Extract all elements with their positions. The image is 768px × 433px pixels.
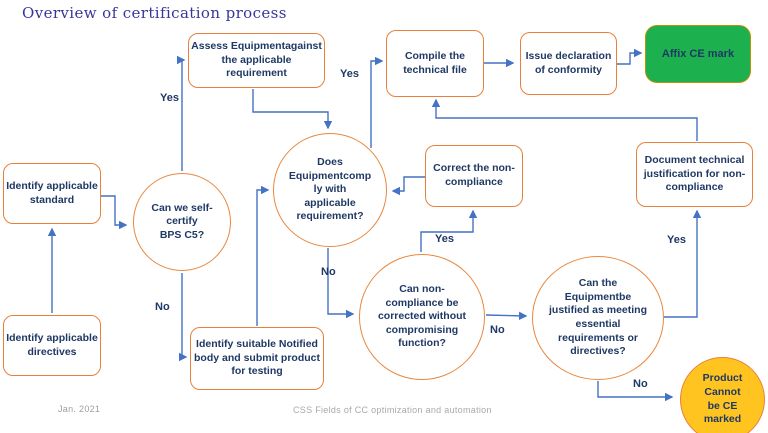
edge-label-justify-yes: Yes xyxy=(667,234,686,246)
connector-comply-yes-to-compile xyxy=(370,56,384,148)
footer-caption: CSS Fields of CC optimization and automa… xyxy=(293,405,492,415)
connector-document-to-compile xyxy=(431,98,698,141)
node-identify-directives: Identify applicable directives xyxy=(3,315,101,376)
node-compile-technical-file: Compile the technical file xyxy=(386,30,484,97)
connector-notifiedbody-to-comply xyxy=(256,185,270,326)
edge-label-self-certify-yes: Yes xyxy=(160,92,179,104)
node-can-noncompliance-be-corrected: Can non- compliance be corrected without… xyxy=(359,254,485,380)
edge-label-correct-yes: Yes xyxy=(435,233,454,245)
connector-canjustify-yes-to-document xyxy=(664,209,702,318)
connector-selfcertify-yes-to-assess xyxy=(177,55,186,171)
edge-label-justify-no: No xyxy=(633,378,648,390)
edge-label-correct-no: No xyxy=(490,324,505,336)
node-does-equipment-comply: Does Equipmentcomp ly with applicable re… xyxy=(273,133,387,247)
connector-cancorrect-no-to-canjustify xyxy=(485,311,528,321)
footer-date: Jan. 2021 xyxy=(58,404,101,414)
node-can-equipment-be-justified: Can the Equipmentbe justified as meeting… xyxy=(532,256,664,380)
connector-issue-to-affix xyxy=(617,48,643,65)
connector-comply-no-to-cancorrect xyxy=(327,248,355,319)
connector-assess-to-comply xyxy=(252,89,333,130)
connector-selfcertify-no-to-notifiedbody xyxy=(179,273,188,362)
connector-cancorrect-yes-to-correct xyxy=(420,209,478,252)
node-issue-declaration: Issue declaration of conformity xyxy=(520,32,617,95)
node-correct-noncompliance: Correct the non- compliance xyxy=(425,145,523,207)
node-document-justification: Document technical justification for non… xyxy=(636,142,753,207)
node-affix-ce-mark: Affix CE mark xyxy=(645,25,751,83)
connector-correct-to-comply xyxy=(391,176,425,196)
node-assess-equipment: Assess Equipmentagainst the applicable r… xyxy=(188,33,325,88)
node-product-cannot-be-ce-marked: Product Cannot be CE marked xyxy=(680,357,765,433)
node-identify-notified-body: Identify suitable Notified body and subm… xyxy=(190,327,324,390)
edge-label-self-certify-no: No xyxy=(155,301,170,313)
edge-label-comply-no: No xyxy=(321,266,336,278)
page-title: Overview of certification process xyxy=(22,4,287,22)
connector-standard-to-selfcertify xyxy=(101,195,128,230)
node-can-we-self-certify: Can we self- certify BPS C5? xyxy=(133,173,231,271)
node-identify-standard: Identify applicable standard xyxy=(3,163,101,224)
edge-label-comply-yes: Yes xyxy=(340,68,359,80)
